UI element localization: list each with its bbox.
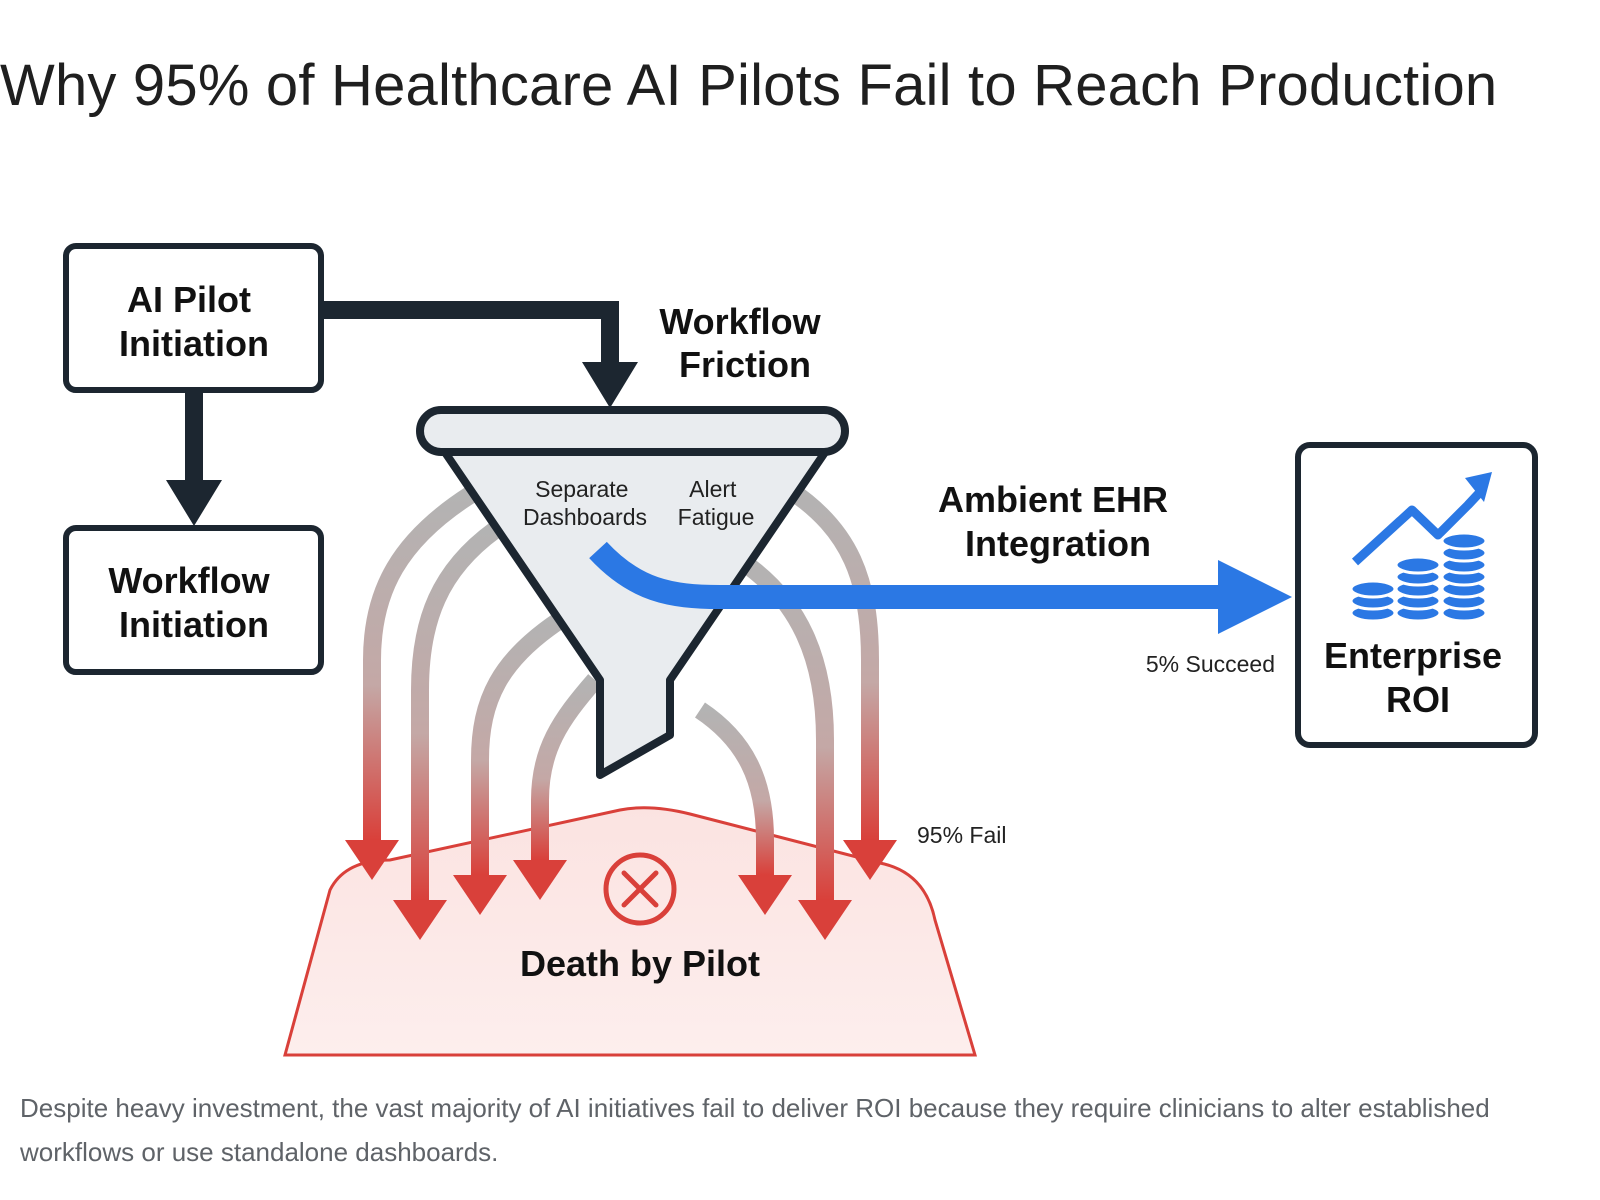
- growth-trend-arrowhead: [1465, 472, 1492, 502]
- pilot-failure-diagram: AI Pilot Initiation Workflow Initiation …: [63, 243, 1538, 1057]
- fail-flow-6: [734, 552, 834, 900]
- pilot-to-workflow-arrowhead: [166, 480, 222, 526]
- fail-flow-3: [471, 612, 565, 875]
- fail-flow-4: [531, 674, 602, 860]
- fail-arrowhead-2: [393, 900, 447, 940]
- ai-pilot-label: AI Pilot Initiation: [119, 279, 269, 364]
- fail-flow-7: [784, 482, 879, 840]
- pilot-to-funnel-arrow: [322, 301, 619, 365]
- funnel-body: [436, 441, 834, 779]
- success-arrowhead: [1218, 560, 1292, 634]
- fail-arrowhead-4: [513, 860, 567, 900]
- figure-caption: Despite heavy investment, the vast major…: [20, 1093, 1490, 1167]
- connector-arrows: [185, 301, 619, 482]
- growth-trend-line: [1351, 486, 1486, 566]
- funnel-rim: [416, 406, 849, 456]
- circle-x-icon: [603, 852, 677, 926]
- alert-fatigue-label: Alert Fatigue: [678, 476, 755, 530]
- fail-arrowhead-5: [738, 875, 792, 915]
- success-flow: [589, 541, 1225, 609]
- coin-stack-medium: [1394, 555, 1442, 623]
- enterprise-roi-label: Enterprise ROI: [1324, 635, 1512, 720]
- failing-flows: [363, 482, 879, 900]
- fail-flow-1: [363, 487, 475, 840]
- death-by-pilot-label: Death by Pilot: [520, 943, 760, 984]
- fail-arrowhead-1: [345, 840, 399, 880]
- workflow-friction-funnel: [416, 406, 849, 779]
- failing-arrowheads: [345, 840, 897, 940]
- ambient-ehr-integration-label: Ambient EHR Integration: [938, 479, 1178, 564]
- pilot-to-funnel-arrowhead: [582, 362, 638, 408]
- separate-dashboards-label: Separate Dashboards: [523, 476, 647, 530]
- fail-arrowhead-3: [453, 875, 507, 915]
- workflow-friction-label: Workflow Friction: [659, 301, 830, 385]
- workflow-initiation-label: Workflow Initiation: [108, 560, 279, 645]
- page-title: Why 95% of Healthcare AI Pilots Fail to …: [0, 53, 1498, 118]
- coin-stack-tall: [1440, 531, 1488, 623]
- growth-chart-coins-icon: [1349, 472, 1492, 623]
- ai-pilot-initiation-box: [63, 243, 324, 393]
- workflow-initiation-box: [63, 525, 324, 675]
- coin-stack-short: [1349, 579, 1397, 623]
- fail-arrowhead-6: [798, 900, 852, 940]
- succeed-label: 5% Succeed: [1146, 651, 1275, 677]
- fail-label: 95% Fail: [917, 822, 1006, 848]
- fail-arrowhead-7: [843, 840, 897, 880]
- fail-flow-2: [411, 522, 501, 900]
- death-by-pilot-region: [283, 806, 978, 1057]
- fail-flow-5: [694, 702, 774, 875]
